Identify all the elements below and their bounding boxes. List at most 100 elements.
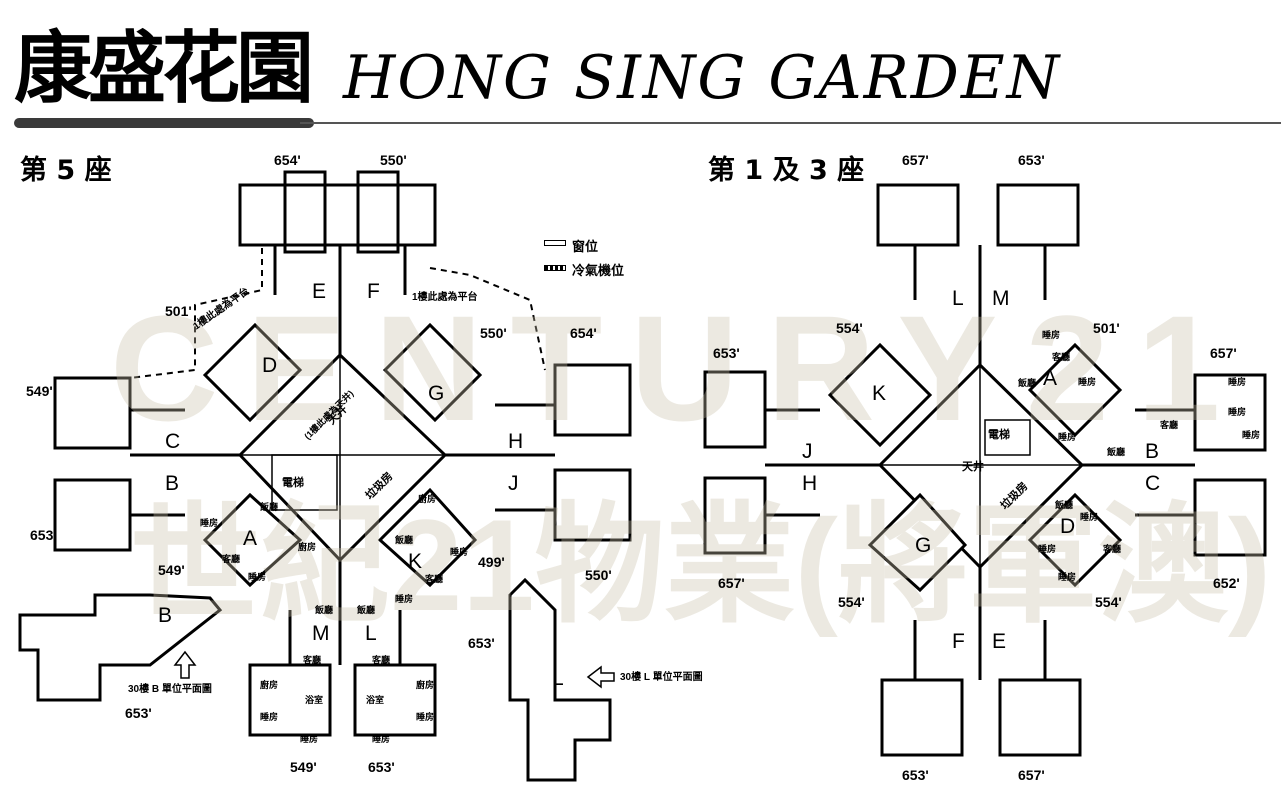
area-label: 653'	[1018, 152, 1045, 168]
area-label: 654'	[274, 152, 301, 168]
area-label: 653'	[902, 767, 929, 783]
watermark-century21: CENTURY21	[110, 284, 1248, 452]
unit-label-d: D	[1060, 515, 1075, 538]
unit-label-h: H	[508, 430, 523, 453]
area-label: 653'	[30, 527, 57, 543]
room-dining: 飯廳	[1017, 377, 1036, 388]
room-labels: 飯廳 睡房 客廳 睡房 廚房 飯廳 廚房 睡房 客廳 睡房 飯廳 飯廳 客廳 客…	[200, 329, 1260, 744]
unit-label-j: J	[802, 440, 813, 463]
room-bedroom: 睡房	[1058, 431, 1076, 442]
area-label: 554'	[1095, 594, 1122, 610]
area-label: 549'	[26, 383, 53, 399]
area-label: 657'	[1018, 767, 1045, 783]
building-5-heading: 第 5 座	[20, 155, 112, 186]
block-5-area-labels: 654' 550' 501' 550' 654' 549' 653' 549' …	[26, 152, 612, 775]
arrow-left-icon	[586, 665, 615, 689]
lift-label: 電梯	[282, 475, 304, 489]
unit-label-b-30f: B	[158, 604, 172, 627]
area-label: 653'	[368, 759, 395, 775]
unit-label-b: B	[1145, 440, 1159, 463]
title-underline	[14, 118, 314, 128]
room-living: 客廳	[302, 654, 321, 665]
area-label: 501'	[1093, 320, 1120, 336]
room-dining: 飯廳	[356, 604, 375, 615]
unit-label-g: G	[915, 534, 931, 557]
room-dining: 飯廳	[259, 501, 278, 512]
unit-label-f: F	[367, 280, 380, 303]
unit-label-e: E	[312, 280, 326, 303]
room-dining: 飯廳	[1106, 446, 1125, 457]
room-kitchen: 廚房	[416, 679, 434, 690]
area-label: 499'	[478, 554, 505, 570]
area-label: 653'	[468, 635, 495, 651]
room-bedroom: 睡房	[1078, 376, 1096, 387]
room-kitchen: 廚房	[260, 679, 278, 690]
room-kitchen: 廚房	[418, 493, 436, 504]
unit-label-k: K	[872, 382, 886, 405]
area-label: 549'	[158, 562, 185, 578]
room-living: 客廳	[371, 654, 390, 665]
area-label: 653'	[713, 345, 740, 361]
unit-label-l: L	[952, 287, 964, 310]
area-label: 657'	[718, 575, 745, 591]
area-label: 554'	[836, 320, 863, 336]
room-living: 客廳	[1051, 351, 1070, 362]
room-living: 客廳	[221, 553, 240, 564]
block-1-3-unit-labels: L M K A J B H C G D F E	[802, 287, 1160, 653]
room-dining: 飯廳	[1054, 499, 1073, 510]
room-bedroom: 睡房	[1242, 429, 1260, 440]
room-bedroom: 睡房	[1058, 571, 1076, 582]
room-bedroom: 睡房	[1080, 511, 1098, 522]
ac-legend-label: 冷氣機位	[572, 264, 625, 279]
room-bedroom: 睡房	[1038, 543, 1056, 554]
area-label: 554'	[838, 594, 865, 610]
lift-label: 電梯	[988, 427, 1010, 441]
area-label: 549'	[290, 759, 317, 775]
area-label: 654'	[570, 325, 597, 341]
room-bath: 浴室	[305, 694, 323, 705]
room-bedroom: 睡房	[395, 593, 413, 604]
unit-label-e: E	[992, 630, 1006, 653]
ac-legend-swatch	[544, 265, 566, 271]
area-label: 550'	[380, 152, 407, 168]
room-living: 客廳	[1159, 419, 1178, 430]
unit-label-f: F	[952, 630, 965, 653]
room-living: 客廳	[424, 573, 443, 584]
area-label: 550'	[585, 567, 612, 583]
window-legend-swatch	[544, 240, 566, 246]
detail-arrows	[173, 650, 615, 689]
building-1-3-heading: 第 1 及 3 座	[708, 155, 865, 186]
room-kitchen: 廚房	[298, 541, 316, 552]
unit-label-k: K	[408, 550, 422, 573]
unit-label-m: M	[312, 622, 330, 645]
page-title-english: HONG SING GARDEN	[343, 43, 1062, 113]
area-label: 550'	[480, 325, 507, 341]
room-bedroom: 睡房	[1042, 329, 1060, 340]
area-label: 652'	[1213, 575, 1240, 591]
room-bedroom: 睡房	[1228, 406, 1246, 417]
room-bedroom: 睡房	[450, 546, 468, 557]
page-title-chinese: 康盛花園	[14, 24, 314, 114]
block-5-walls	[18, 170, 632, 782]
unit-label-h: H	[802, 472, 817, 495]
unit-label-l: L	[365, 622, 377, 645]
unit-label-j: J	[508, 472, 519, 495]
room-bedroom: 睡房	[200, 517, 218, 528]
patio-label: 天井	[962, 459, 984, 473]
platform-note-right: 1樓此處為平台	[412, 290, 478, 303]
unit-label-b: B	[165, 472, 179, 495]
unit-label-a: A	[243, 527, 257, 550]
window-legend-label: 窗位	[572, 240, 599, 255]
unit-label-m: M	[992, 287, 1010, 310]
area-label: 501'	[165, 303, 192, 319]
room-bedroom: 睡房	[248, 571, 266, 582]
unit-label-l-30f: L	[552, 667, 564, 690]
room-bedroom: 睡房	[260, 711, 278, 722]
unit-label-c: C	[165, 430, 180, 453]
block-1-3-area-labels: 657' 653' 554' 501' 653' 657' 657' 652' …	[713, 152, 1240, 783]
room-living: 客廳	[1102, 543, 1121, 554]
arrow-up-icon	[173, 650, 197, 679]
room-bedroom: 睡房	[416, 711, 434, 722]
room-bedroom: 睡房	[372, 733, 390, 744]
